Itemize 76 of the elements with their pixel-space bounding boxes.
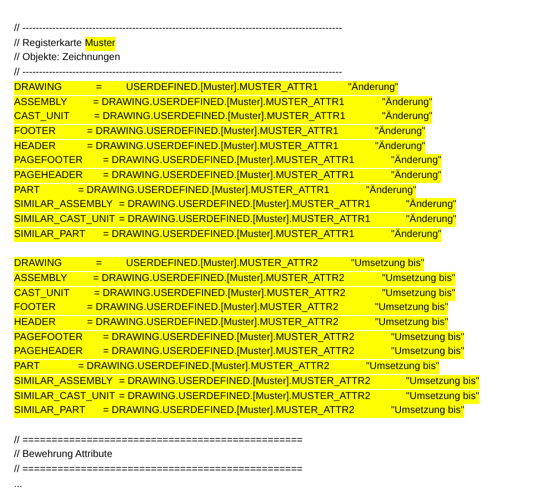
attribute-name: SIMILAR_PART — [14, 228, 86, 242]
attribute-name: DRAWING — [14, 80, 63, 95]
attribute-name: HEADER — [14, 316, 57, 330]
comment-text: // Registerkarte — [14, 36, 82, 51]
attribute-name: ASSEMBLY — [14, 96, 68, 110]
value-string: "Umsetzung bis" — [375, 301, 448, 316]
attribute-name: PAGEHEADER — [14, 345, 84, 360]
value-string: "Umsetzung bis" — [375, 316, 448, 330]
value-string: "Änderung" — [348, 80, 398, 95]
assignment-sign: = — [96, 80, 103, 95]
value-string: "Umsetzung bis" — [382, 272, 456, 286]
comment-line: // ================================================ — [14, 463, 303, 477]
assignment-sign: = — [96, 257, 103, 272]
attribute-name: DRAWING — [14, 257, 63, 272]
value-string: "Umsetzung bis" — [391, 345, 464, 360]
assignment-expression: = DRAWING.USERDEFINED.[Muster].MUSTER_ATTR1 — [94, 110, 346, 124]
comment-line: // ------------------------------------------------------------------------------------------------ — [14, 66, 342, 80]
value-string: "Umsetzung bis" — [391, 404, 464, 418]
attribute-path: USERDEFINED.[Muster].MUSTER_ATTR1 — [126, 80, 320, 95]
assignment-expression: = DRAWING.USERDEFINED.[Muster].MUSTER_ATTR1 — [87, 140, 340, 154]
assignment-expression: = DRAWING.USERDEFINED.[Muster].MUSTER_ATTR2 — [93, 272, 346, 286]
assignment-expression: = DRAWING.USERDEFINED.[Muster].MUSTER_ATTR2 — [103, 330, 356, 345]
attribute-name: FOOTER — [14, 301, 57, 316]
value-string: "Umsetzung bis" — [406, 374, 480, 389]
value-string: "Änderung" — [375, 140, 426, 154]
assignment-expression: = DRAWING.USERDEFINED.[Muster].MUSTER_ATTR2 — [87, 316, 340, 330]
assignment-expression: = DRAWING.USERDEFINED.[Muster].MUSTER_ATTR2 — [119, 374, 372, 389]
value-string: "Änderung" — [406, 198, 456, 212]
assignment-expression: = DRAWING.USERDEFINED.[Muster].MUSTER_ATTR1 — [87, 124, 340, 139]
attribute-name: PART — [14, 360, 41, 374]
assignment-expression: = DRAWING.USERDEFINED.[Muster].MUSTER_ATTR2 — [78, 360, 330, 374]
value-string: "Umsetzung bis" — [382, 286, 456, 301]
comment-line: // ------------------------------------------------------------------------------------------------ — [14, 22, 342, 36]
comment-line: // Objekte: Zeichnungen — [14, 51, 120, 66]
attribute-name: FOOTER — [14, 124, 57, 139]
attribute-name: SIMILAR_CAST_UNIT — [14, 213, 116, 228]
attribute-name: SIMILAR_ASSEMBLY — [14, 374, 114, 389]
assignment-expression: = DRAWING.USERDEFINED.[Muster].MUSTER_ATTR1 — [119, 198, 372, 212]
comment-line: // Bewehrung Attribute — [14, 448, 112, 462]
comment-line: // ================================================ — [14, 434, 303, 448]
value-string: "Umsetzung bis" — [406, 390, 480, 404]
ellipsis-text: ... — [14, 478, 22, 492]
assignment-expression: = DRAWING.USERDEFINED.[Muster].MUSTER_ATTR2 — [87, 301, 340, 316]
assignment-expression: = DRAWING.USERDEFINED.[Muster].MUSTER_ATTR1 — [103, 154, 356, 168]
assignment-expression: = DRAWING.USERDEFINED.[Muster].MUSTER_ATTR1 — [103, 228, 356, 242]
assignment-expression: = DRAWING.USERDEFINED.[Muster].MUSTER_ATTR1 — [103, 169, 356, 183]
assignment-expression: = DRAWING.USERDEFINED.[Muster].MUSTER_ATTR1 — [78, 184, 330, 198]
attribute-path: USERDEFINED.[Muster].MUSTER_ATTR2 — [126, 257, 320, 272]
value-string: "Umsetzung bis" — [391, 330, 464, 345]
value-string: "Änderung" — [391, 169, 442, 183]
attribute-name: PAGEFOOTER — [14, 330, 84, 345]
assignment-expression: = DRAWING.USERDEFINED.[Muster].MUSTER_ATTR2 — [94, 286, 346, 301]
value-string: "Änderung" — [366, 184, 416, 198]
value-string: "Umsetzung bis" — [351, 257, 424, 272]
attribute-name: PART — [14, 184, 41, 198]
attribute-name: SIMILAR_ASSEMBLY — [14, 198, 114, 212]
value-string: "Umsetzung bis" — [366, 360, 440, 374]
value-string: "Änderung" — [382, 96, 432, 110]
assignment-expression: = DRAWING.USERDEFINED.[Muster].MUSTER_ATTR2 — [119, 390, 372, 404]
value-string: "Änderung" — [391, 154, 442, 168]
attribute-name: CAST_UNIT — [14, 110, 71, 124]
value-string: "Änderung" — [375, 124, 426, 139]
attribute-name: SIMILAR_PART — [14, 404, 86, 418]
assignment-expression: = DRAWING.USERDEFINED.[Muster].MUSTER_ATTR2 — [103, 404, 356, 418]
attribute-name: CAST_UNIT — [14, 286, 71, 301]
attribute-name: PAGEHEADER — [14, 169, 84, 183]
assignment-expression: = DRAWING.USERDEFINED.[Muster].MUSTER_ATTR1 — [119, 213, 372, 228]
assignment-expression: = DRAWING.USERDEFINED.[Muster].MUSTER_ATTR1 — [93, 96, 346, 110]
value-string: "Änderung" — [382, 110, 432, 124]
attribute-name: SIMILAR_CAST_UNIT — [14, 390, 116, 404]
attribute-name: HEADER — [14, 140, 57, 154]
attribute-name: ASSEMBLY — [14, 272, 68, 286]
assignment-expression: = DRAWING.USERDEFINED.[Muster].MUSTER_ATTR2 — [103, 345, 356, 360]
value-string: "Änderung" — [391, 228, 442, 242]
attribute-name: PAGEFOOTER — [14, 154, 84, 168]
value-string: "Änderung" — [406, 213, 456, 228]
